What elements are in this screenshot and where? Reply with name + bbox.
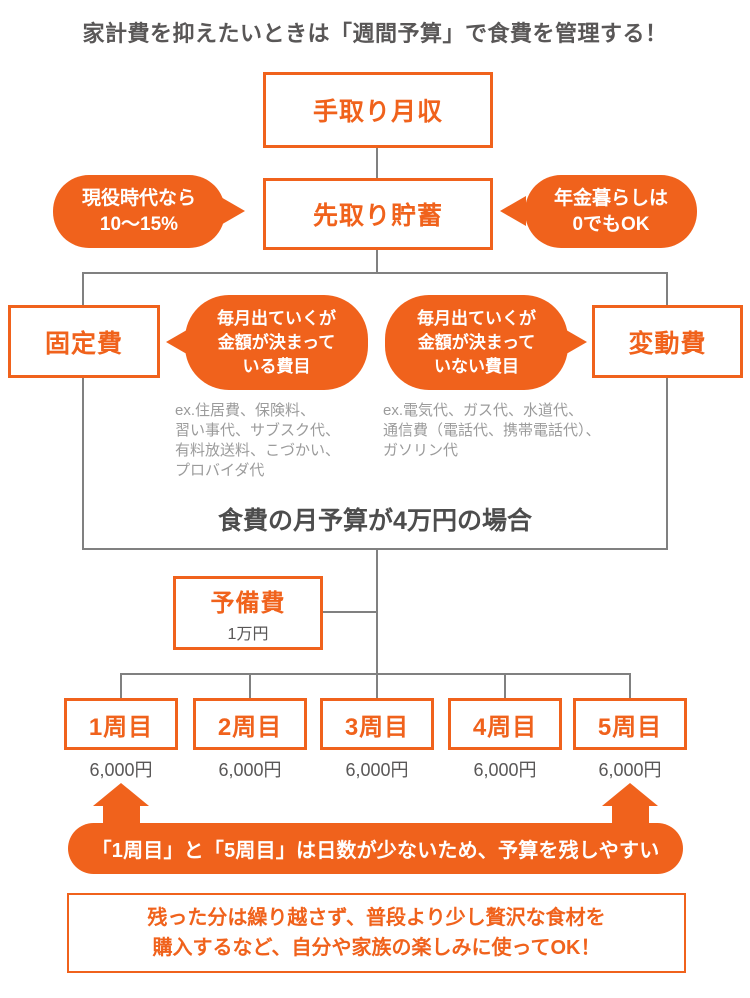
leftover-note-box: 残った分は繰り越さず、普段より少し贅沢な食材を 購入するなど、自分や家族の楽しみ… [67, 893, 686, 973]
variable-cost-bubble-line2: 金額が決まって [417, 332, 536, 352]
income-box-label: 手取り月収 [312, 98, 443, 126]
connector-expenses-weeks [376, 550, 378, 675]
connector-income-savings [376, 148, 378, 178]
week5-box: 5周目 [573, 698, 687, 750]
weeks-tip-banner: 「1周目」と「5周目」は日数が少ないため、予算を残しやすい [68, 823, 683, 874]
week2-box-label: 2周目 [217, 713, 283, 741]
variable-cost-bubble-line3: いない費目 [434, 356, 519, 376]
page-title: 家計費を抑えたいときは「週間予算」で食費を管理する！ [82, 21, 668, 46]
fixed-cost-box-label: 固定費 [44, 329, 123, 358]
connector-week5-drop [629, 673, 631, 698]
working-years-bubble-pointer-icon [219, 196, 245, 226]
fixed-cost-bubble-line1: 毎月出ていくが [217, 308, 336, 328]
variable-cost-examples-line3: ガソリン代 [383, 442, 459, 459]
savings-box-label: 先取り貯蓄 [312, 202, 443, 230]
leftover-note-line1: 残った分は繰り越さず、普段より少し贅沢な食材を [147, 907, 606, 929]
leftover-note-line2: 購入するなど、自分や家族の楽しみに使ってOK！ [152, 937, 601, 959]
week3-box: 3周目 [320, 698, 434, 750]
up-arrow-left-icon [93, 783, 149, 806]
week4-amount: 6,000円 [473, 760, 537, 780]
week5-amount: 6,000円 [598, 760, 662, 780]
fixed-cost-examples-line3: 有料放送料、こづかい、 [175, 442, 341, 459]
expenses-container [82, 272, 668, 550]
up-arrow-left-shaft-icon [103, 804, 140, 826]
fixed-cost-bubble-pointer-icon [166, 327, 192, 357]
week1-box-label: 1周目 [88, 713, 154, 741]
pension-bubble-pointer-icon [500, 196, 526, 226]
variable-cost-box-label: 変動費 [628, 329, 707, 358]
week1-box: 1周目 [64, 698, 178, 750]
week1-amount: 6,000円 [89, 760, 153, 780]
up-arrow-right-icon [602, 783, 658, 806]
reserve-box: 予備費 1万円 [173, 576, 323, 650]
week3-box-label: 3周目 [344, 713, 410, 741]
connector-week4-drop [504, 673, 506, 698]
week5-box-label: 5周目 [597, 713, 663, 741]
variable-cost-bubble-pointer-icon [561, 327, 587, 357]
week2-amount: 6,000円 [218, 760, 282, 780]
week2-box: 2周目 [193, 698, 307, 750]
connector-week3-drop [376, 673, 378, 698]
variable-cost-bubble: 毎月出ていくが 金額が決まって いない費目 [385, 295, 568, 390]
variable-cost-box: 変動費 [592, 305, 743, 378]
reserve-box-amount: 1万円 [227, 625, 269, 643]
income-box: 手取り月収 [263, 72, 493, 148]
fixed-cost-examples: ex.住居費、保険料、 習い事代、サブスク代、 有料放送料、こづかい、 プロバイ… [175, 401, 340, 481]
working-years-bubble-line1: 現役時代なら [81, 187, 196, 209]
reserve-box-label: 予備費 [210, 589, 286, 617]
variable-cost-bubble-line1: 毎月出ていくが [417, 308, 536, 328]
fixed-cost-box: 固定費 [8, 305, 160, 378]
connector-week2-drop [249, 673, 251, 698]
variable-cost-examples-line1: ex.電気代、ガス代、水道代、 [383, 402, 584, 419]
connector-weeks-horizontal [120, 673, 631, 675]
budget-case-heading: 食費の月予算が4万円の場合 [218, 507, 532, 535]
pension-bubble-line1: 年金暮らしは [553, 187, 668, 209]
fixed-cost-bubble-line3: いる費目 [242, 356, 311, 376]
connector-savings-expenses [376, 250, 378, 274]
fixed-cost-examples-line4: プロバイダ代 [175, 462, 265, 479]
fixed-cost-bubble: 毎月出ていくが 金額が決まって いる費目 [185, 295, 368, 390]
weeks-tip-banner-text: 「1周目」と「5周目」は日数が少ないため、予算を残しやすい [91, 840, 660, 862]
connector-week1-drop [120, 673, 122, 698]
week3-amount: 6,000円 [345, 760, 409, 780]
working-years-bubble-line2: 10〜15% [99, 213, 179, 235]
up-arrow-right-shaft-icon [612, 804, 649, 826]
pension-bubble-line2: 0でもOK [572, 213, 650, 235]
week4-box: 4周目 [448, 698, 562, 750]
fixed-cost-examples-line2: 習い事代、サブスク代、 [175, 422, 341, 439]
pension-bubble: 年金暮らしは 0でもOK [525, 175, 697, 248]
fixed-cost-bubble-line2: 金額が決まって [217, 332, 336, 352]
variable-cost-examples-line2: 通信費（電話代、携帯電話代）、 [383, 422, 601, 439]
connector-reserve [323, 611, 377, 613]
variable-cost-examples: ex.電気代、ガス代、水道代、 通信費（電話代、携帯電話代）、 ガソリン代 [383, 401, 601, 461]
fixed-cost-examples-line1: ex.住居費、保険料、 [175, 402, 316, 419]
working-years-bubble: 現役時代なら 10〜15% [53, 175, 225, 248]
savings-box: 先取り貯蓄 [263, 178, 493, 250]
week4-box-label: 4周目 [472, 713, 538, 741]
